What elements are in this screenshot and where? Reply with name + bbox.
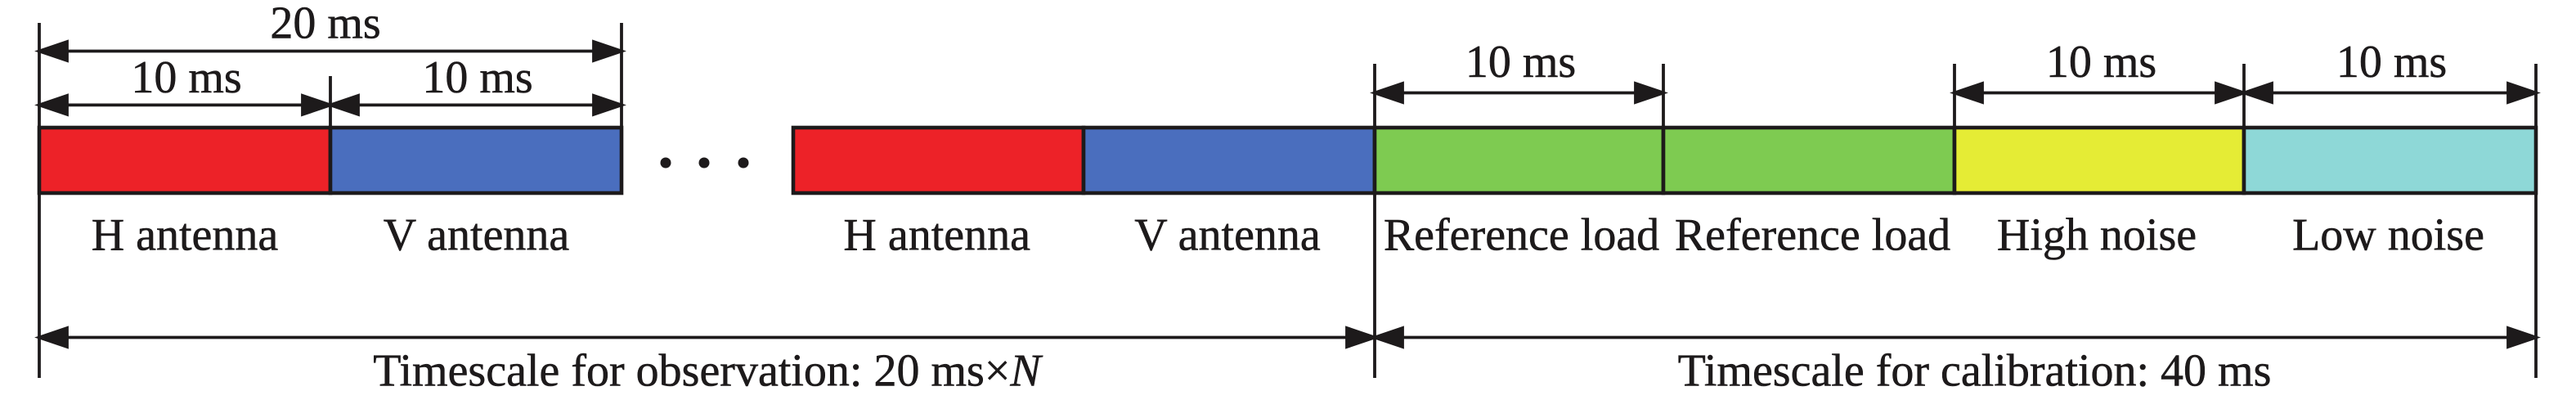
svg-text:10 ms: 10 ms: [422, 52, 532, 103]
svg-text:Timescale for observation: 20: Timescale for observation: 20 ms×N: [373, 346, 1043, 397]
svg-text:High noise: High noise: [1997, 210, 2197, 261]
svg-text:10 ms: 10 ms: [1465, 37, 1576, 88]
svg-text:Low noise: Low noise: [2292, 210, 2484, 261]
svg-text:20 ms: 20 ms: [270, 0, 380, 49]
svg-text:10 ms: 10 ms: [2336, 37, 2447, 88]
svg-text:Reference load: Reference load: [1675, 210, 1950, 261]
svg-text:Timescale for calibration: 40: Timescale for calibration: 40 ms: [1678, 346, 2272, 397]
svg-text:10 ms: 10 ms: [2046, 37, 2156, 88]
svg-text:H antenna: H antenna: [92, 210, 279, 261]
svg-text:10 ms: 10 ms: [131, 52, 241, 103]
svg-text:Reference load: Reference load: [1384, 210, 1659, 261]
svg-text:V antenna: V antenna: [384, 210, 570, 261]
svg-text:V antenna: V antenna: [1134, 210, 1321, 261]
svg-text:H antenna: H antenna: [843, 210, 1030, 261]
